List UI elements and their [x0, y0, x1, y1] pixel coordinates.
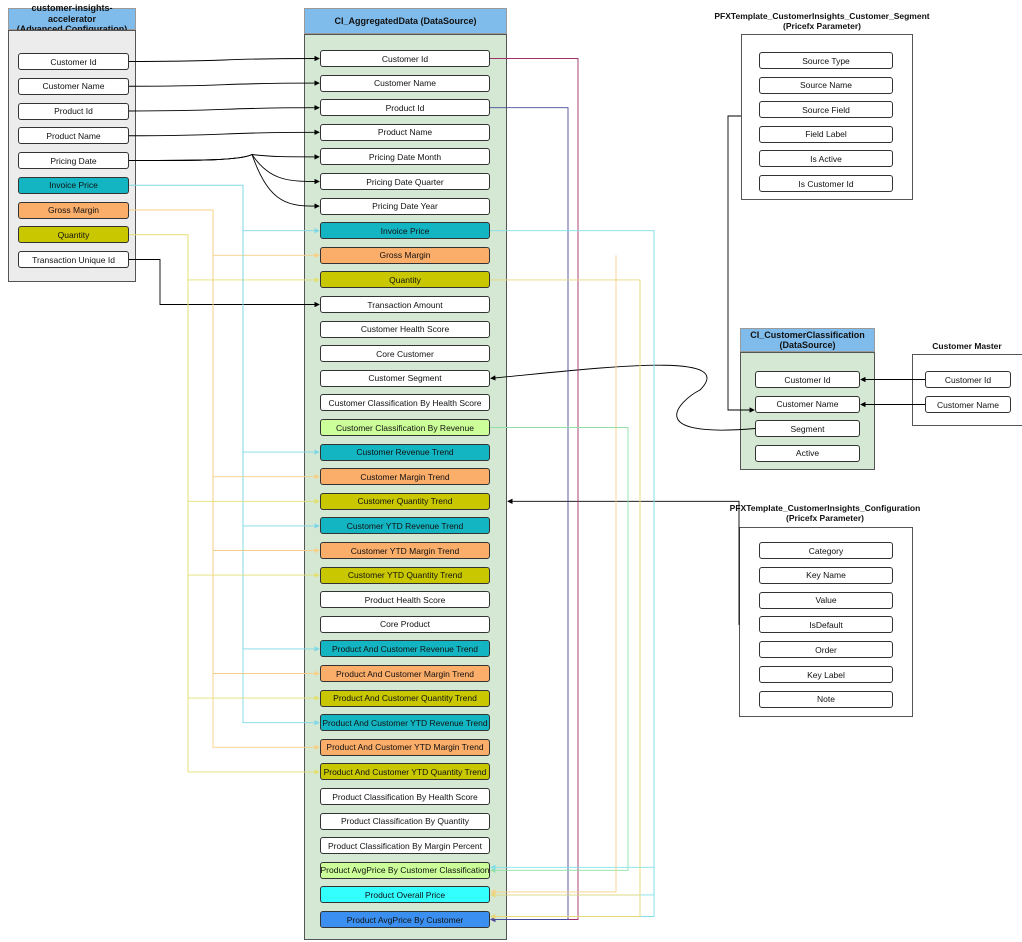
center-field-pdm: Pricing Date Month	[320, 148, 490, 166]
classification-field-seg: Segment	[755, 420, 860, 437]
config-field-kl: Key Label	[759, 666, 893, 683]
classification-field-act: Active	[755, 444, 860, 462]
center-field-papc: Product AvgPrice By Customer	[320, 911, 490, 928]
center-field-pop: Product Overall Price	[320, 886, 490, 904]
config-field-val: Value	[759, 591, 893, 609]
segment-field-sn: Source Name	[759, 76, 893, 94]
connector-l_tuid-c_tamt	[129, 259, 320, 308]
left-field-cid: Customer Id	[18, 53, 129, 70]
left-field-inv: Invoice Price	[18, 176, 129, 194]
connector-l_qty-c_cyqt	[187, 234, 320, 578]
center-field-pcq: Product Classification By Quantity	[320, 812, 490, 830]
left-panel-title: customer-insights-accelerator(Advanced C…	[8, 3, 136, 34]
master-panel-title: Customer Master	[932, 341, 1002, 351]
center-field-pdq: Pricing Date Quarter	[320, 173, 490, 190]
center-field-pcmt: Product And Customer Margin Trend	[320, 665, 490, 682]
connector-c_gm-c_pop-secondary	[490, 255, 617, 895]
center-field-seg: Customer Segment	[320, 369, 490, 387]
connector-g_note-c_cqt	[507, 498, 740, 625]
center-field-pname: Product Name	[320, 123, 490, 141]
center-field-cchs: Customer Classification By Health Score	[320, 394, 490, 412]
segment-field-ia: Is Active	[759, 150, 893, 168]
center-field-chs: Customer Health Score	[320, 320, 490, 338]
left-field-pname: Product Name	[18, 127, 129, 145]
connector-l_qty-c_cqt	[187, 234, 320, 504]
left-field-pid: Product Id	[18, 102, 129, 120]
connector-c_inv-c_papc-secondary	[490, 230, 655, 920]
master-field-cname: Customer Name	[925, 396, 1011, 413]
center-field-core: Core Customer	[320, 345, 490, 363]
center-field-crt: Customer Revenue Trend	[320, 443, 490, 461]
config-field-note: Note	[759, 690, 893, 708]
connector-l_pdate-c_pdq	[128, 153, 320, 185]
center-field-qty: Quantity	[320, 271, 490, 289]
master-field-cid: Customer Id	[925, 371, 1011, 388]
classification-field-cname: Customer Name	[755, 395, 860, 413]
center-field-pchs: Product Classification By Health Score	[320, 788, 490, 805]
connector-l_pid-c_pid	[128, 105, 320, 112]
center-field-pcyqt: Product And Customer YTD Quantity Trend	[320, 763, 490, 781]
config-field-cat: Category	[759, 542, 893, 559]
center-field-cymt: Customer YTD Margin Trend	[320, 542, 490, 559]
center-field-papcc: Product AvgPrice By Customer Classificat…	[320, 861, 490, 879]
classification-panel-title: CI_CustomerClassification(DataSource)	[740, 328, 875, 352]
connector-l_qty-c_pcyqt	[187, 234, 320, 775]
center-field-cqt: Customer Quantity Trend	[320, 492, 490, 510]
center-field-tamt: Transaction Amount	[320, 296, 490, 313]
center-field-corep: Core Product	[320, 615, 490, 633]
left-field-gm: Gross Margin	[18, 201, 129, 219]
center-field-cname: Customer Name	[320, 74, 490, 92]
center-field-pcmp: Product Classification By Margin Percent	[320, 837, 490, 855]
center-field-ccrev: Customer Classification By Revenue	[320, 419, 490, 436]
connector-l_pdate-c_pdm	[128, 154, 320, 161]
center-field-cmt: Customer Margin Trend	[320, 468, 490, 486]
center-field-cid: Customer Id	[320, 50, 490, 67]
center-field-pid: Product Id	[320, 99, 490, 117]
center-field-pdy: Pricing Date Year	[320, 197, 490, 215]
center-field-cyrt: Customer YTD Revenue Trend	[320, 517, 490, 535]
segment-panel-title: PFXTemplate_CustomerInsights_Customer_Se…	[714, 11, 930, 31]
config-panel-title: PFXTemplate_CustomerInsights_Configurati…	[729, 503, 921, 523]
left-field-qty: Quantity	[18, 226, 129, 244]
center-field-pcymt: Product And Customer YTD Margin Trend	[320, 738, 490, 756]
connector-k_seg-c_seg	[490, 364, 756, 431]
connector-c_inv-c_papcc-secondary	[490, 230, 655, 870]
center-field-gm: Gross Margin	[320, 246, 490, 264]
connector-l_cname-c_cname	[128, 80, 320, 87]
connector-l_qty-c_pcqt	[187, 234, 320, 701]
left-field-pdate: Pricing Date	[18, 152, 129, 169]
connector-l_pdate-c_pdy	[128, 153, 320, 209]
connector-l_cid-c_cid	[128, 55, 320, 62]
segment-field-ici: Is Customer Id	[759, 175, 893, 192]
connector-c_inv-c_pop	[490, 230, 655, 898]
center-field-pcyrt: Product And Customer YTD Revenue Trend	[320, 714, 490, 732]
connector-l_qty-c_qty	[129, 234, 320, 283]
center-field-phs: Product Health Score	[320, 591, 490, 609]
center-field-pcrt: Product And Customer Revenue Trend	[320, 640, 490, 658]
master-panel	[912, 354, 1022, 426]
segment-field-st: Source Type	[759, 52, 893, 69]
connector-c_qty-c_pop	[490, 279, 641, 898]
connector-l_gm-c_gm	[129, 209, 320, 258]
connector-l_pname-c_pname	[128, 129, 320, 137]
classification-field-cid: Customer Id	[755, 371, 860, 388]
center-field-cyqt: Customer YTD Quantity Trend	[320, 566, 490, 584]
left-field-tuid: Transaction Unique Id	[18, 251, 129, 268]
config-field-ord: Order	[759, 641, 893, 659]
connector-c_qty-c_papc-secondary	[490, 279, 641, 920]
connector-c_ccrev-c_papcc	[490, 427, 629, 873]
segment-field-sf: Source Field	[759, 101, 893, 119]
config-field-isd: IsDefault	[759, 616, 893, 634]
connector-l_inv-c_inv	[129, 184, 320, 234]
segment-field-fl: Field Label	[759, 125, 893, 143]
config-field-kn: Key Name	[759, 566, 893, 584]
center-field-pcqt: Product And Customer Quantity Trend	[320, 689, 490, 707]
left-field-cname: Customer Name	[18, 77, 129, 95]
center-panel-title: CI_AggregatedData (DataSource)	[304, 8, 507, 34]
center-field-inv: Invoice Price	[320, 222, 490, 240]
